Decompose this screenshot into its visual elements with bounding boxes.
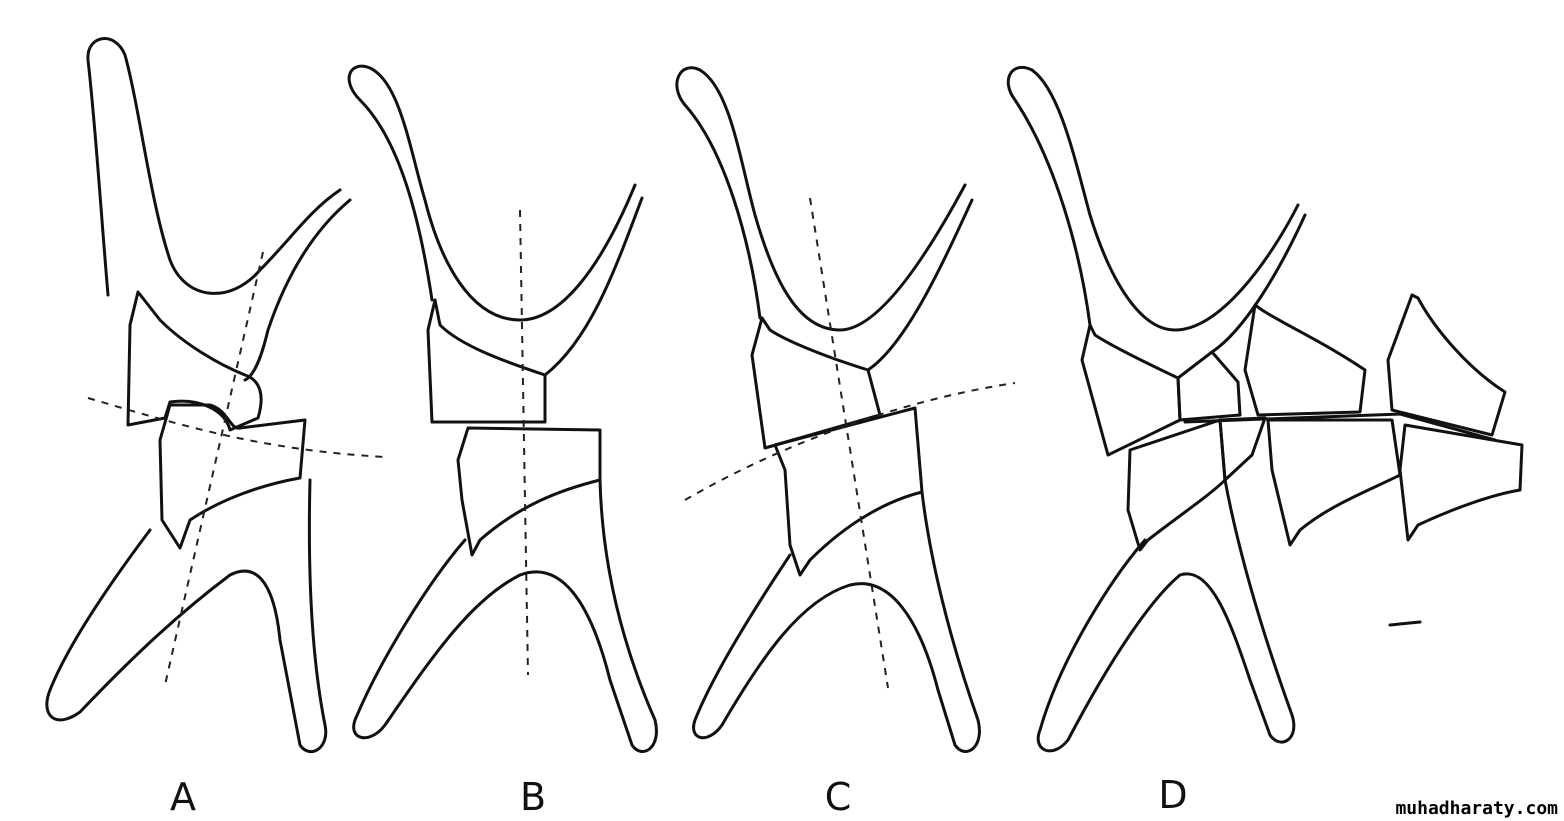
upper-spinous-process-inner bbox=[243, 198, 352, 382]
upper-spinous-process-inner bbox=[543, 196, 644, 377]
panel-d bbox=[1006, 65, 1524, 753]
watermark-text: muhadharaty.com bbox=[1395, 798, 1558, 819]
guide-line-curve bbox=[684, 382, 1016, 501]
lower-spinous-process bbox=[45, 478, 328, 754]
shift-vertebra-1-upper bbox=[1243, 303, 1367, 417]
guide-line-vertical bbox=[809, 197, 889, 689]
lower-spinous-process bbox=[352, 478, 658, 753]
upper-vertebral-body bbox=[1080, 323, 1182, 457]
panel-a bbox=[45, 37, 386, 754]
guide-line-vertical bbox=[164, 251, 264, 686]
upper-spinous-process bbox=[347, 64, 637, 322]
upper-vertebral-body-2 bbox=[1176, 350, 1242, 422]
lower-vertebral-body bbox=[456, 426, 602, 557]
panel-c bbox=[675, 66, 1016, 753]
lower-vertebral-body bbox=[773, 406, 924, 577]
upper-spinous-process bbox=[675, 66, 967, 332]
upper-spinous-process bbox=[86, 37, 342, 297]
small-artifact bbox=[1388, 620, 1422, 627]
shift-vertebra-2-upper bbox=[1386, 293, 1507, 437]
panel-label-a: A bbox=[170, 775, 196, 819]
panel-label-c: C bbox=[825, 775, 852, 819]
shift-vertebra-2-lower bbox=[1398, 423, 1524, 542]
upper-spinous-process-inner bbox=[866, 198, 974, 372]
upper-vertebral-body bbox=[750, 316, 882, 450]
lower-vertebral-body bbox=[158, 403, 307, 550]
panel-label-d: D bbox=[1158, 773, 1187, 817]
upper-spinous-process bbox=[1006, 65, 1300, 332]
lower-spinous-process bbox=[1036, 478, 1296, 753]
shift-vertebra-1-lower bbox=[1266, 418, 1402, 547]
upper-vertebral-body bbox=[126, 290, 263, 432]
guide-line-curve bbox=[87, 397, 386, 458]
panel-b bbox=[347, 64, 658, 753]
lower-spinous-process bbox=[692, 490, 981, 753]
horizontal-joint-line bbox=[1183, 412, 1497, 442]
upper-spinous-process-inner bbox=[1210, 213, 1307, 354]
upper-vertebral-body bbox=[426, 298, 547, 424]
panel-label-b: B bbox=[520, 775, 546, 819]
lower-vertebral-body-2 bbox=[1218, 416, 1267, 482]
guide-line-vertical bbox=[519, 209, 529, 676]
